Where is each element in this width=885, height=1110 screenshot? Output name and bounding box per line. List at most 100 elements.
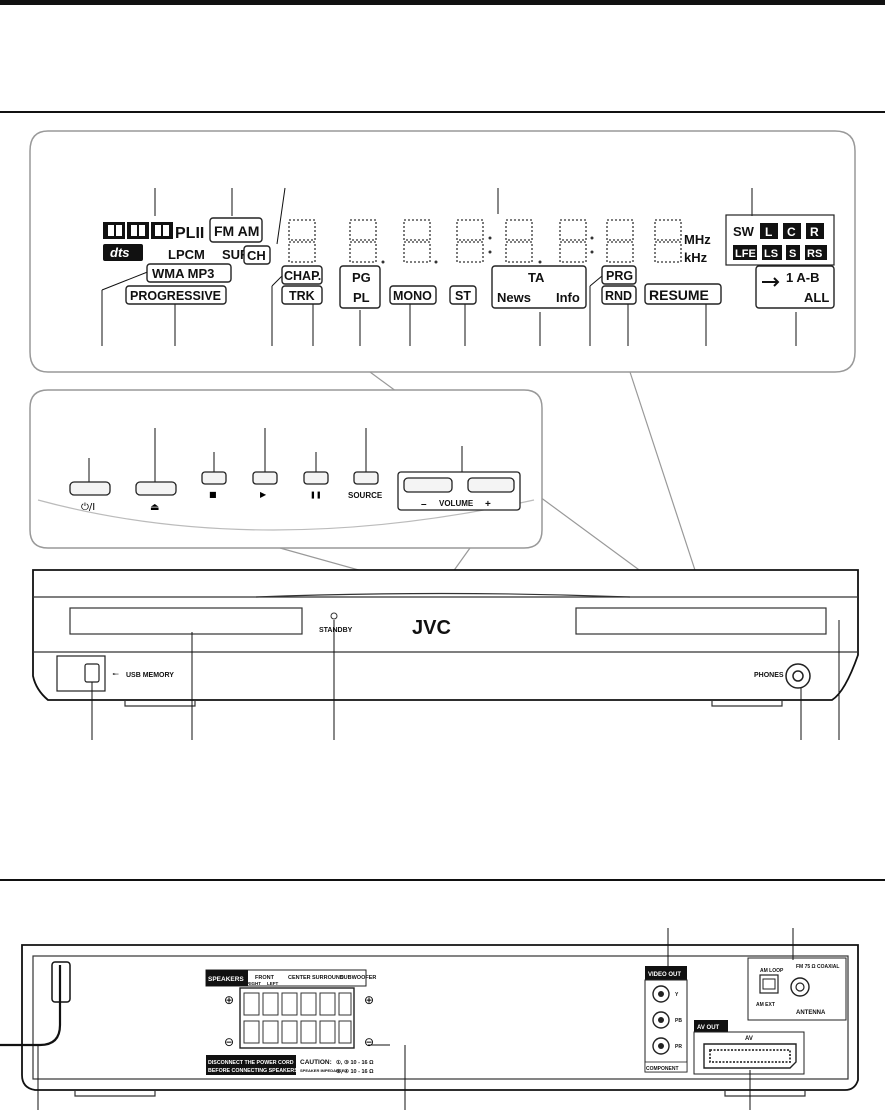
mono-box [389, 285, 437, 305]
dts-logo [103, 244, 143, 261]
plus-symbol-left: ⊕ [224, 993, 234, 1007]
display-char-1 [288, 219, 316, 263]
rnd-box [601, 285, 637, 305]
display-char-4 [456, 219, 492, 263]
scart-connector[interactable] [703, 1043, 797, 1069]
warning-line-1: DISCONNECT THE POWER CORD [208, 1060, 294, 1066]
impedance-1: ①, ③ 10 - 16 Ω [336, 1059, 374, 1066]
lpcm-indicator: LPCM [168, 247, 205, 262]
speaker-left-label: LEFT [267, 981, 278, 986]
caution-label: CAUTION: [300, 1059, 332, 1066]
speaker-right-label: RIGHT [247, 981, 261, 986]
am-loop-label: AM LOOP [760, 968, 784, 974]
speaker-terminals[interactable] [239, 987, 355, 1049]
r-indicator-box [806, 223, 824, 239]
info-indicator: Info [556, 290, 580, 305]
display-char-3 [403, 219, 438, 264]
play-button[interactable] [252, 471, 278, 485]
top-rule [0, 0, 885, 5]
progressive-indicator: PROGRESSIVE [130, 289, 221, 303]
ch-box [243, 245, 271, 265]
display-char-5 [505, 219, 542, 264]
y-label: Y [675, 992, 679, 998]
minus-symbol-left: ⊖ [224, 1035, 234, 1049]
lfe-indicator: LFE [735, 248, 756, 260]
source-label: SOURCE [348, 491, 383, 500]
display-window [575, 607, 827, 635]
power-button[interactable] [69, 481, 111, 496]
power-label: ⏻/I [81, 502, 95, 513]
usb-label: USB MEMORY [126, 672, 174, 679]
phones-label: PHONES [754, 672, 784, 679]
display-callout: PLII FM AM dts LPCM SURR CH MHz kHz SW L… [29, 130, 856, 373]
st-indicator: ST [455, 289, 471, 303]
prg-box [601, 265, 637, 285]
dts-indicator: dts [110, 245, 130, 260]
s-indicator-box [786, 245, 800, 260]
all-indicator: ALL [804, 290, 829, 305]
plus-symbol-right: ⊕ [364, 993, 374, 1007]
st-box [449, 285, 477, 305]
av-out-label: AV OUT [697, 1025, 720, 1031]
lfe-indicator-box [733, 245, 757, 260]
volume-up-button[interactable] [467, 477, 515, 493]
resume-box [644, 283, 722, 305]
antenna-label: ANTENNA [796, 1010, 826, 1016]
chap-box [281, 265, 323, 285]
rs-indicator: RS [807, 248, 822, 260]
usb-port[interactable] [84, 663, 100, 683]
speaker-front-label: FRONT [255, 975, 275, 981]
trk-indicator: TRK [289, 289, 315, 303]
sw-indicator: SW [733, 224, 755, 239]
display-leaders [101, 187, 797, 346]
pg-pl-box [339, 265, 381, 309]
speaker-surround-label: SURROUND [312, 975, 344, 981]
mhz-indicator: MHz [684, 232, 711, 247]
display-char-2 [349, 219, 385, 264]
volume-minus-label: – [421, 499, 427, 510]
speakers-label: SPEAKERS [208, 976, 244, 983]
c-indicator-box [783, 223, 801, 239]
front-unit: STANDBY JVC ⭪ USB MEMORY PHONES [32, 569, 859, 740]
pg-indicator: PG [352, 270, 371, 285]
dolby-digital-indicator [103, 222, 173, 239]
stop-icon: ■ [209, 490, 217, 499]
av-label: AV [745, 1036, 753, 1042]
foot-left [124, 700, 196, 707]
source-button[interactable] [353, 471, 379, 485]
repeat-indicator: 1 A-B [786, 270, 819, 285]
standby-label: STANDBY [319, 627, 353, 634]
power-cord [0, 965, 62, 1047]
repeat-arrow-icon [762, 277, 780, 287]
av-out-header [694, 1020, 728, 1032]
video-out-label: VIDEO OUT [648, 972, 681, 978]
pause-button[interactable] [303, 471, 329, 485]
eject-button[interactable] [135, 481, 177, 496]
r-indicator: R [810, 225, 819, 239]
fm-coaxial-label: FM 75 Ω COAXIAL [796, 964, 839, 970]
ch-indicator: CH [247, 248, 266, 263]
play-icon: ▶ [260, 490, 267, 499]
fm-am-box [209, 217, 263, 243]
khz-indicator: kHz [684, 250, 708, 265]
l-indicator-box [760, 223, 778, 239]
c-indicator: C [787, 225, 796, 239]
usb-icon: ⭪ [112, 670, 119, 680]
rs-indicator-box [805, 245, 827, 260]
speaker-center-label: CENTER [288, 975, 311, 981]
warning-box [206, 1055, 296, 1075]
wma-mp3-box [146, 263, 232, 283]
standby-lamp [330, 612, 338, 620]
pb-label: PB [675, 1018, 682, 1024]
display-char-7 [606, 219, 634, 263]
am-ext-label: AM EXT [756, 1002, 775, 1008]
buttons-callout: ⏻/I ⏏ ■ ▶ ❚❚ SOURCE – VOLUME + [29, 389, 543, 549]
news-indicator: News [497, 290, 531, 305]
buttons-callout-frame [29, 389, 543, 549]
prologic-indicator: PLII [175, 225, 204, 242]
stop-button[interactable] [201, 471, 227, 485]
prg-indicator: PRG [606, 269, 633, 283]
disc-tray[interactable] [69, 607, 303, 635]
volume-down-button[interactable] [403, 477, 453, 493]
